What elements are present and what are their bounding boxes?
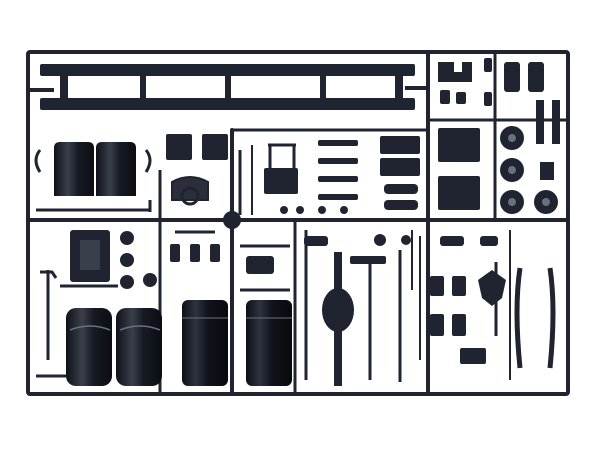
engine-small-parts (238, 136, 420, 215)
seat-parts (158, 134, 228, 220)
axle-parts (223, 211, 413, 386)
chassis-rails (30, 64, 427, 110)
fuel-tanks (182, 300, 292, 386)
cab-floor-parts (60, 230, 157, 289)
large-tyres (36, 270, 162, 386)
suspension-parts (419, 230, 556, 380)
wheel-hub-parts (500, 62, 560, 214)
sprue-frame (26, 50, 570, 396)
radiator-parts (438, 58, 492, 210)
mudguard-parts (34, 142, 152, 212)
bracket-parts (170, 230, 290, 292)
